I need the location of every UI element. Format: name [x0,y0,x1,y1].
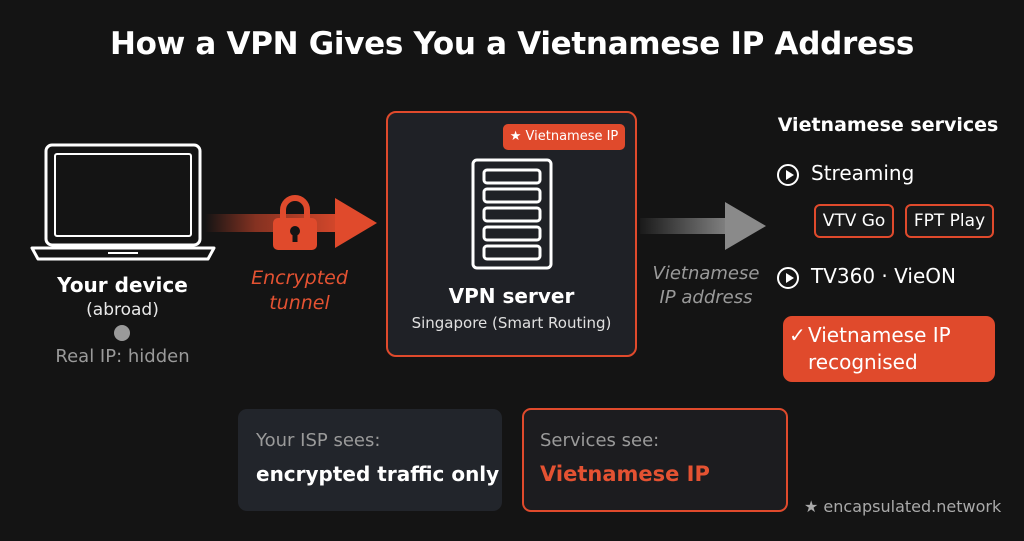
vpn-server-location: Singapore (Smart Routing) [411,314,612,332]
play-icon [777,267,799,289]
isp-sees-value: encrypted traffic only [256,462,500,486]
check-icon: ✓ [789,323,806,347]
isp-box [238,409,502,511]
recognised-text: Vietnamese IP recognised [808,323,951,374]
connection-label: Vietnamese IP address [652,263,760,308]
device-label: Your device [57,273,188,297]
laptop-icon [28,140,218,269]
footer-watermark: ★ encapsulated.network [804,497,1002,516]
recognised-badge [783,316,995,382]
server-icon [470,157,554,275]
diagram-title: How a VPN Gives You a Vietnamese IP Addr… [109,26,915,62]
device-sublabel: (abroad) [86,300,159,320]
chip-vtv-go: VTV Go [814,204,894,238]
vietnamese-ip-badge: ★ Vietnamese IP [503,124,625,150]
play-icon [777,164,799,186]
services-see-value: Vietnamese IP [540,462,710,486]
real-ip-label: Real IP: hidden [55,346,190,367]
tv360-vieon-label: TV360 · VieON [811,264,956,288]
services-title: Vietnamese services [777,114,999,136]
isp-sees-label: Your ISP sees: [256,430,381,451]
streaming-label: Streaming [811,161,915,185]
vpn-server-label: VPN server [448,284,575,308]
vietnamese-ip-arrow [640,198,770,258]
vpn-server-box [386,111,637,357]
chip-fpt-play: FPT Play [905,204,994,238]
lock-icon [270,194,320,256]
star-icon: ★ [509,129,522,144]
services-see-label: Services see: [540,430,660,451]
services-see-box [522,408,788,512]
ip-dot [114,325,130,341]
tunnel-label: Encrypted tunnel [251,267,348,314]
